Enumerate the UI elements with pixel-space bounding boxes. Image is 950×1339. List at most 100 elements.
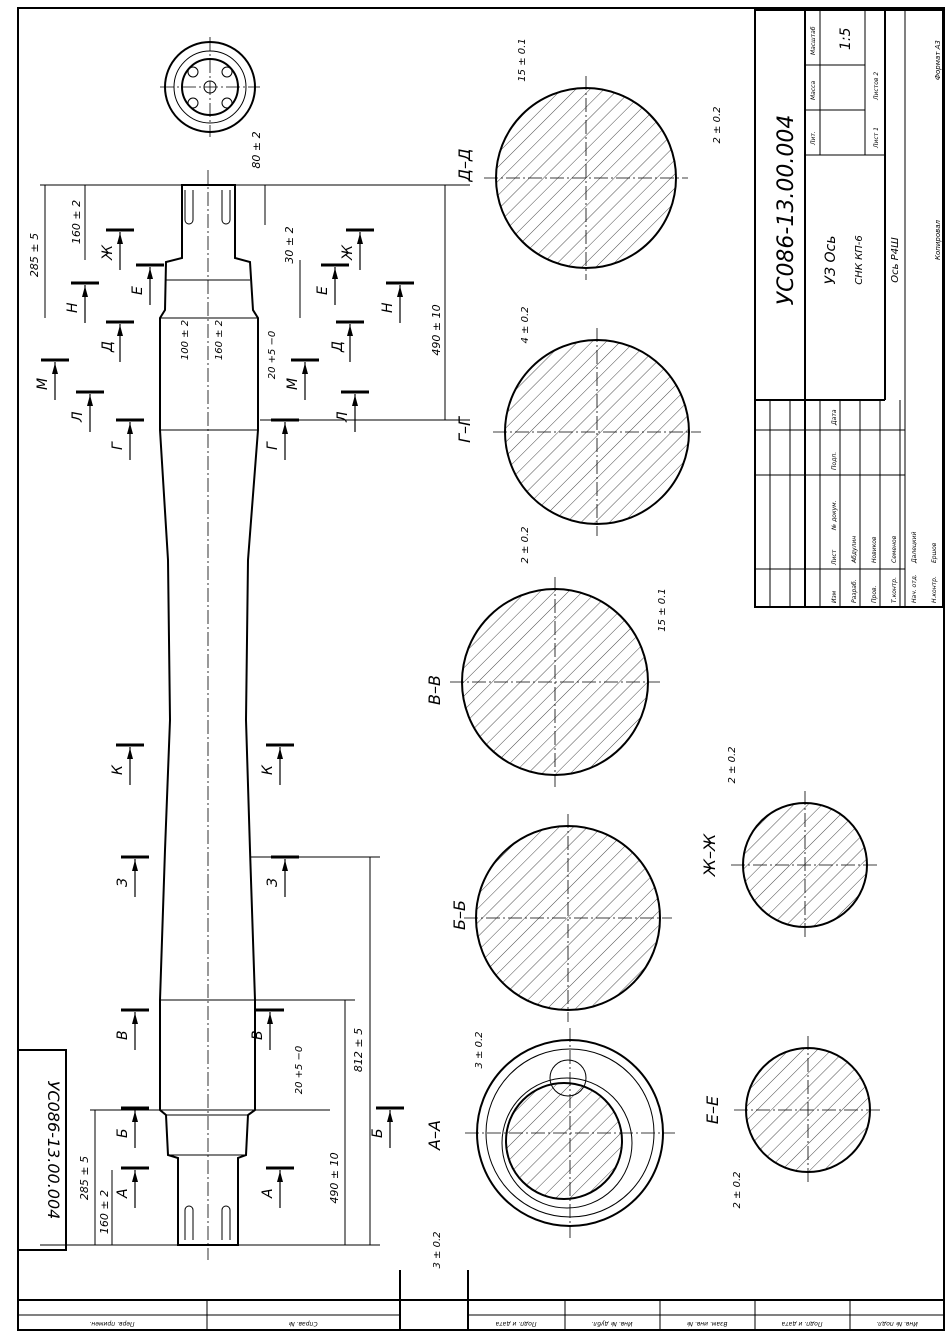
role-label: Нач. отд.	[911, 574, 918, 603]
dim-bot-812: 812 ± 5	[352, 1028, 365, 1072]
section-label: Г–Г	[455, 416, 474, 443]
section-view: А–А 3 ± 0.2	[425, 1028, 675, 1269]
cut-letter: Д	[330, 341, 346, 353]
side-stamp	[17, 1049, 67, 1251]
section-dimension: 2 ± 0.2	[727, 746, 738, 783]
role-label: Пров.	[871, 585, 878, 603]
cut-letter: В	[250, 1030, 266, 1040]
strip-repl-inv: Взам. инв. №	[687, 1320, 728, 1327]
dim-top-100: 100 ± 2	[180, 320, 191, 360]
dim-top-160: 160 ± 2	[70, 200, 83, 244]
section-cut-marker: К	[110, 743, 144, 785]
dim-bot-160: 160 ± 2	[98, 1190, 111, 1234]
section-label: В–В	[425, 675, 444, 705]
cut-letter: Л	[335, 411, 351, 423]
change-header: Лист	[831, 549, 838, 566]
section-dimension-2: 2 ± 0.2	[520, 526, 531, 563]
signer-name: Далецкий	[911, 532, 918, 564]
material: Ось Р4Ш	[890, 237, 901, 283]
section-view: В–В 15 ± 0.1	[425, 577, 668, 787]
mass-label: Масса	[810, 81, 817, 100]
section-view: Б–Б 3 ± 0.2	[450, 814, 672, 1069]
change-header: Изм	[831, 590, 838, 603]
section-view: Г–Г 4 ± 0.2 2 ± 0.2	[455, 306, 701, 564]
section-label: А–А	[425, 1120, 444, 1151]
section-cut-marker: З	[265, 855, 299, 897]
role-label: Разраб.	[851, 579, 858, 603]
dim-top-30: 30 ± 2	[283, 226, 296, 263]
cut-letter: Б	[370, 1128, 386, 1138]
strip-orig-inv: Инв. № подл.	[876, 1320, 917, 1327]
dim-bot-490: 490 ± 10	[328, 1152, 341, 1203]
part-name: УЗ Ось	[823, 236, 839, 285]
section-cut-marker: В	[250, 1008, 284, 1050]
dim-top-20: 20 +5 −0	[267, 331, 278, 380]
cut-letter: Н	[380, 302, 396, 313]
sheet-label: Лист 1	[873, 127, 880, 149]
cut-letter: Б	[115, 1128, 131, 1138]
designation: УС086-13.00.004	[774, 115, 799, 306]
section-cut-marker: К	[260, 743, 294, 785]
dim-top-80: 80 ± 2	[250, 131, 263, 168]
cut-letter: А	[260, 1188, 276, 1199]
section-cut-marker: М	[285, 358, 319, 400]
cut-letter: К	[260, 764, 276, 775]
cut-letter: А	[115, 1188, 131, 1199]
section-cut-marker: Е	[315, 263, 349, 305]
dim-bot-20: 20 +5 −0	[294, 1046, 305, 1095]
strip-dup-inv: Инв. № дубл.	[591, 1320, 632, 1327]
strip-ref-no: Справ. №	[288, 1320, 317, 1327]
cut-letter: З	[265, 878, 281, 887]
signer-name: Новиков	[871, 536, 878, 563]
dimension-lines	[40, 184, 470, 1246]
dim-top-160b: 160 ± 2	[214, 320, 225, 360]
copied-label: Копировал	[934, 219, 942, 260]
section-cut-marker: Г	[265, 418, 299, 460]
section-cut-marker: Е	[130, 263, 164, 305]
cut-letter: Г	[110, 441, 126, 450]
section-cut-marker: М	[35, 358, 69, 400]
section-view: Д–Д15 ± 0.12 ± 0.2	[455, 38, 723, 280]
title-block: УС086-13.00.004 УЗ Ось СНК КП-6 Ось Р4Ш …	[754, 9, 944, 608]
section-dimension: 15 ± 0.1	[517, 38, 528, 81]
scale-value: 1:5	[838, 27, 854, 50]
strip-first-use: Перв. примен.	[89, 1320, 134, 1327]
sheets-label: Листов 2	[873, 72, 880, 101]
section-dimension: 3 ± 0.2	[474, 1031, 485, 1068]
section-cut-marker: Б	[370, 1106, 404, 1148]
cut-letter: Ж	[100, 244, 116, 261]
signer-name: Ершов	[931, 542, 938, 563]
end-view	[160, 37, 260, 137]
section-cut-marker: А	[260, 1166, 294, 1208]
section-view: Ж–Ж2 ± 0.2	[700, 746, 879, 939]
section-cut-marker: Н	[65, 281, 99, 323]
section-dimension: 4 ± 0.2	[520, 306, 531, 343]
section-view: Е–Е2 ± 0.2	[703, 1036, 882, 1209]
cut-letter: В	[115, 1030, 131, 1040]
sheet-frame	[17, 7, 945, 1331]
section-label: Б–Б	[450, 900, 469, 930]
section-cut-marker: Л	[335, 390, 369, 432]
signer-name: Семенов	[891, 535, 898, 563]
cut-letter: Д	[100, 341, 116, 353]
section-cut-marker: Д	[330, 320, 364, 362]
section-cut-marker: Г	[110, 418, 144, 460]
role-label: Н.контр.	[931, 576, 938, 603]
section-cut-marker: В	[115, 1008, 149, 1050]
section-cut-marker: Ж	[100, 228, 134, 270]
section-cut-marker: Ж	[340, 228, 374, 270]
strip-sign-date-2: Подп. и дата	[781, 1320, 822, 1327]
section-label: Е–Е	[703, 1095, 722, 1124]
cut-letter: Н	[65, 302, 81, 313]
lit-label: Лит.	[810, 131, 817, 146]
section-cut-marker: Д	[100, 320, 134, 362]
section-dimension: 15 ± 0.1	[657, 588, 668, 631]
change-header: Подп.	[831, 452, 838, 470]
cut-letter: М	[35, 378, 51, 390]
section-cut-marker: Н	[380, 281, 414, 323]
cut-letter: К	[110, 764, 126, 775]
cut-letter: З	[115, 878, 131, 887]
dim-top-490: 490 ± 10	[430, 304, 443, 355]
section-cut-marker: Л	[70, 390, 104, 432]
